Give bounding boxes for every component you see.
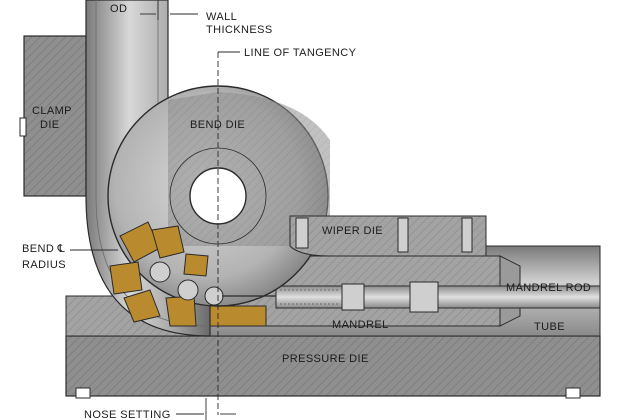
mandrel-balls xyxy=(109,221,276,327)
label-bend-die: BEND DIE xyxy=(190,119,245,131)
label-tube: TUBE xyxy=(534,321,565,333)
label-line-of-tangency: LINE OF TANGENCY xyxy=(244,47,357,59)
label-mandrel: MANDREL xyxy=(332,319,389,331)
label-wiper-die: WIPER DIE xyxy=(322,225,383,237)
label-clamp-2: DIE xyxy=(40,119,60,131)
label-wall-2: THICKNESS xyxy=(206,24,273,36)
label-wall-1: WALL xyxy=(206,11,237,23)
label-clamp-1: CLAMP xyxy=(32,105,72,117)
label-bend-radius-2: RADIUS xyxy=(22,259,66,271)
dimension-lines xyxy=(70,0,240,420)
label-mandrel-rod: MANDREL ROD xyxy=(506,282,591,294)
label-pressure-die: PRESSURE DIE xyxy=(282,353,369,365)
wiper-die xyxy=(289,215,487,257)
label-bend-radius-1: BEND ℄ xyxy=(22,243,65,255)
labels: OD WALL THICKNESS LINE OF TANGENCY CLAMP… xyxy=(22,3,591,420)
clamp-die xyxy=(19,35,87,197)
mandrel-rod xyxy=(275,281,601,313)
label-tube-od: OD xyxy=(110,3,127,15)
label-nose-setting: NOSE SETTING xyxy=(84,409,171,420)
